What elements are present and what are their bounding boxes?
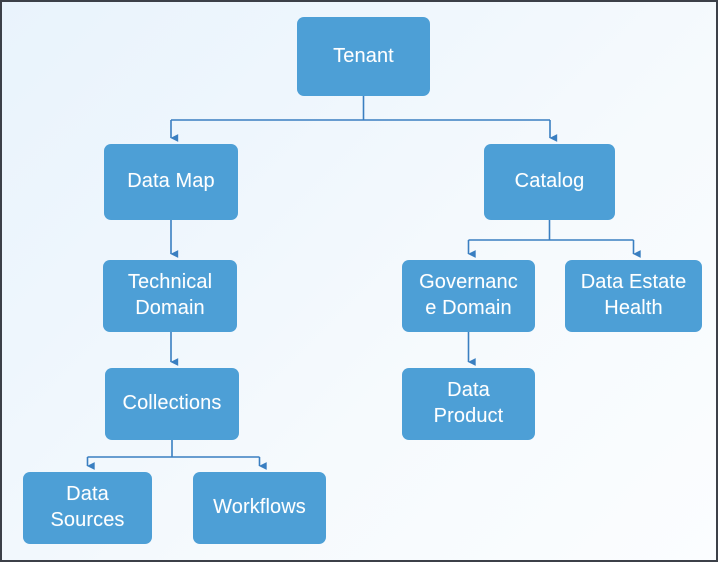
node-data-sources[interactable]: Data Sources <box>23 472 152 544</box>
node-governance-domain[interactable]: Governanc e Domain <box>402 260 535 332</box>
node-tenant[interactable]: Tenant <box>297 17 430 96</box>
node-workflows-label: Workflows <box>213 496 306 519</box>
node-data-product[interactable]: Data Product <box>402 368 535 440</box>
node-data-map-label: Data Map <box>127 170 215 193</box>
node-workflows[interactable]: Workflows <box>193 472 326 544</box>
node-collections-label: Collections <box>122 392 222 415</box>
node-collections[interactable]: Collections <box>105 368 239 440</box>
node-technical-domain[interactable]: Technical Domain <box>103 260 237 332</box>
node-catalog[interactable]: Catalog <box>484 144 615 220</box>
node-governance-domain-label: Governanc e Domain <box>419 271 518 319</box>
node-data-map[interactable]: Data Map <box>104 144 238 220</box>
node-data-sources-label: Data Sources <box>50 483 125 531</box>
node-technical-domain-label: Technical Domain <box>127 271 213 319</box>
node-data-product-label: Data Product <box>433 379 504 427</box>
node-catalog-label: Catalog <box>514 170 585 193</box>
node-data-estate-health-label: Data Estate Health <box>580 271 687 319</box>
node-data-estate-health[interactable]: Data Estate Health <box>565 260 702 332</box>
node-tenant-label: Tenant <box>333 44 394 67</box>
